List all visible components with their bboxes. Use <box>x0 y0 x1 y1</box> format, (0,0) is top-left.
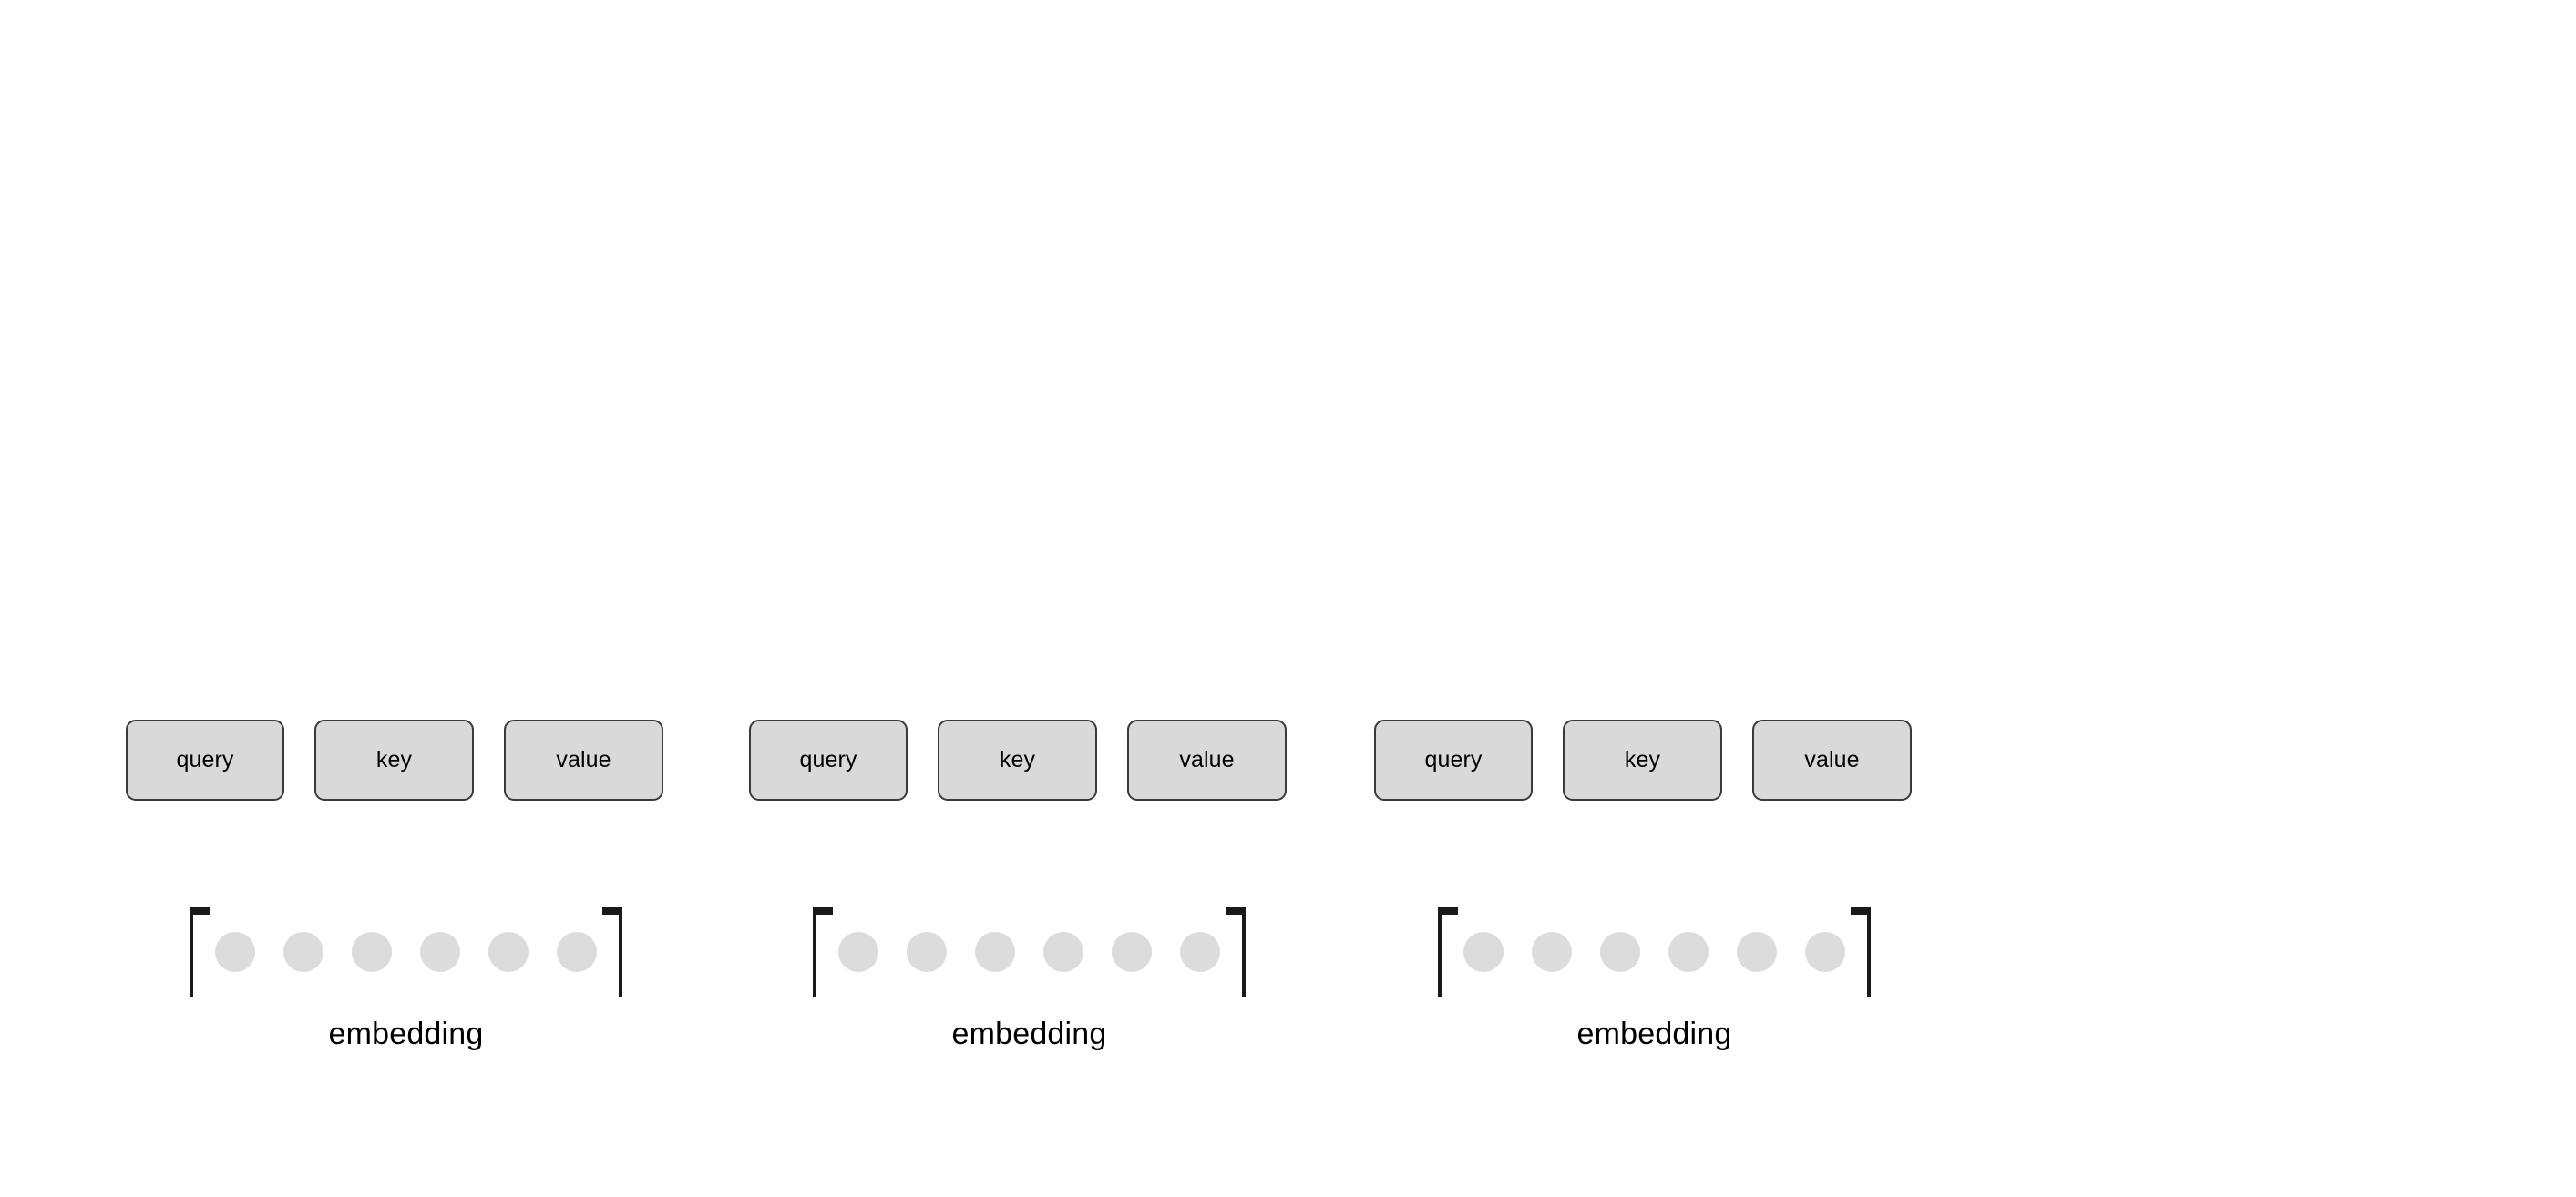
embedding-dot <box>1463 932 1504 972</box>
embedding-label: embedding <box>951 1017 1107 1051</box>
left-bracket-icon <box>190 907 210 997</box>
value-box[interactable]: value <box>1752 720 1912 801</box>
embedding-dot <box>907 932 947 972</box>
embedding-dots <box>210 932 602 972</box>
key-box[interactable]: key <box>1563 720 1722 801</box>
embedding-dot <box>215 932 255 972</box>
embedding-dot <box>1805 932 1845 972</box>
embedding-dot <box>975 932 1015 972</box>
embedding-block: embedding <box>1438 907 1871 1049</box>
value-box[interactable]: value <box>1127 720 1287 801</box>
key-box-label: key <box>999 747 1036 772</box>
left-bracket-icon <box>1438 907 1458 997</box>
qkv-row: query key value <box>749 720 1287 801</box>
embedding-block: embedding <box>190 907 622 1049</box>
key-box-label: key <box>375 747 413 772</box>
embedding-vector <box>1438 907 1871 997</box>
embedding-label: embedding <box>328 1017 484 1051</box>
query-box-label: query <box>176 747 234 772</box>
embedding-dot <box>1112 932 1152 972</box>
query-box-label: query <box>799 747 857 772</box>
query-box[interactable]: query <box>1374 720 1533 801</box>
embedding-dot <box>1737 932 1777 972</box>
embedding-dot <box>420 932 460 972</box>
embedding-dot <box>283 932 323 972</box>
left-bracket-icon <box>813 907 833 997</box>
right-bracket-icon <box>1226 907 1246 997</box>
value-box-label: value <box>1179 747 1235 772</box>
query-box-label: query <box>1424 747 1483 772</box>
value-box-label: value <box>556 747 611 772</box>
embedding-dot <box>488 932 529 972</box>
embedding-dot <box>838 932 878 972</box>
embedding-dot <box>557 932 597 972</box>
key-box[interactable]: key <box>314 720 474 801</box>
embedding-dot <box>1532 932 1572 972</box>
key-box-label: key <box>1624 747 1661 772</box>
embedding-dot <box>1180 932 1220 972</box>
embedding-dot <box>352 932 392 972</box>
embedding-vector <box>190 907 622 997</box>
value-box[interactable]: value <box>504 720 663 801</box>
value-box-label: value <box>1804 747 1860 772</box>
query-box[interactable]: query <box>749 720 908 801</box>
qkv-row: query key value <box>1374 720 1912 801</box>
right-bracket-icon <box>602 907 622 997</box>
key-box[interactable]: key <box>938 720 1097 801</box>
embedding-label: embedding <box>1576 1017 1732 1051</box>
query-box[interactable]: query <box>126 720 284 801</box>
embedding-dot <box>1043 932 1083 972</box>
embedding-dots <box>833 932 1226 972</box>
embedding-dot <box>1600 932 1640 972</box>
right-bracket-icon <box>1851 907 1871 997</box>
embedding-dot <box>1668 932 1709 972</box>
qkv-row: query key value <box>126 720 663 801</box>
embedding-vector <box>813 907 1246 997</box>
embedding-block: embedding <box>813 907 1246 1049</box>
embedding-dots <box>1458 932 1851 972</box>
